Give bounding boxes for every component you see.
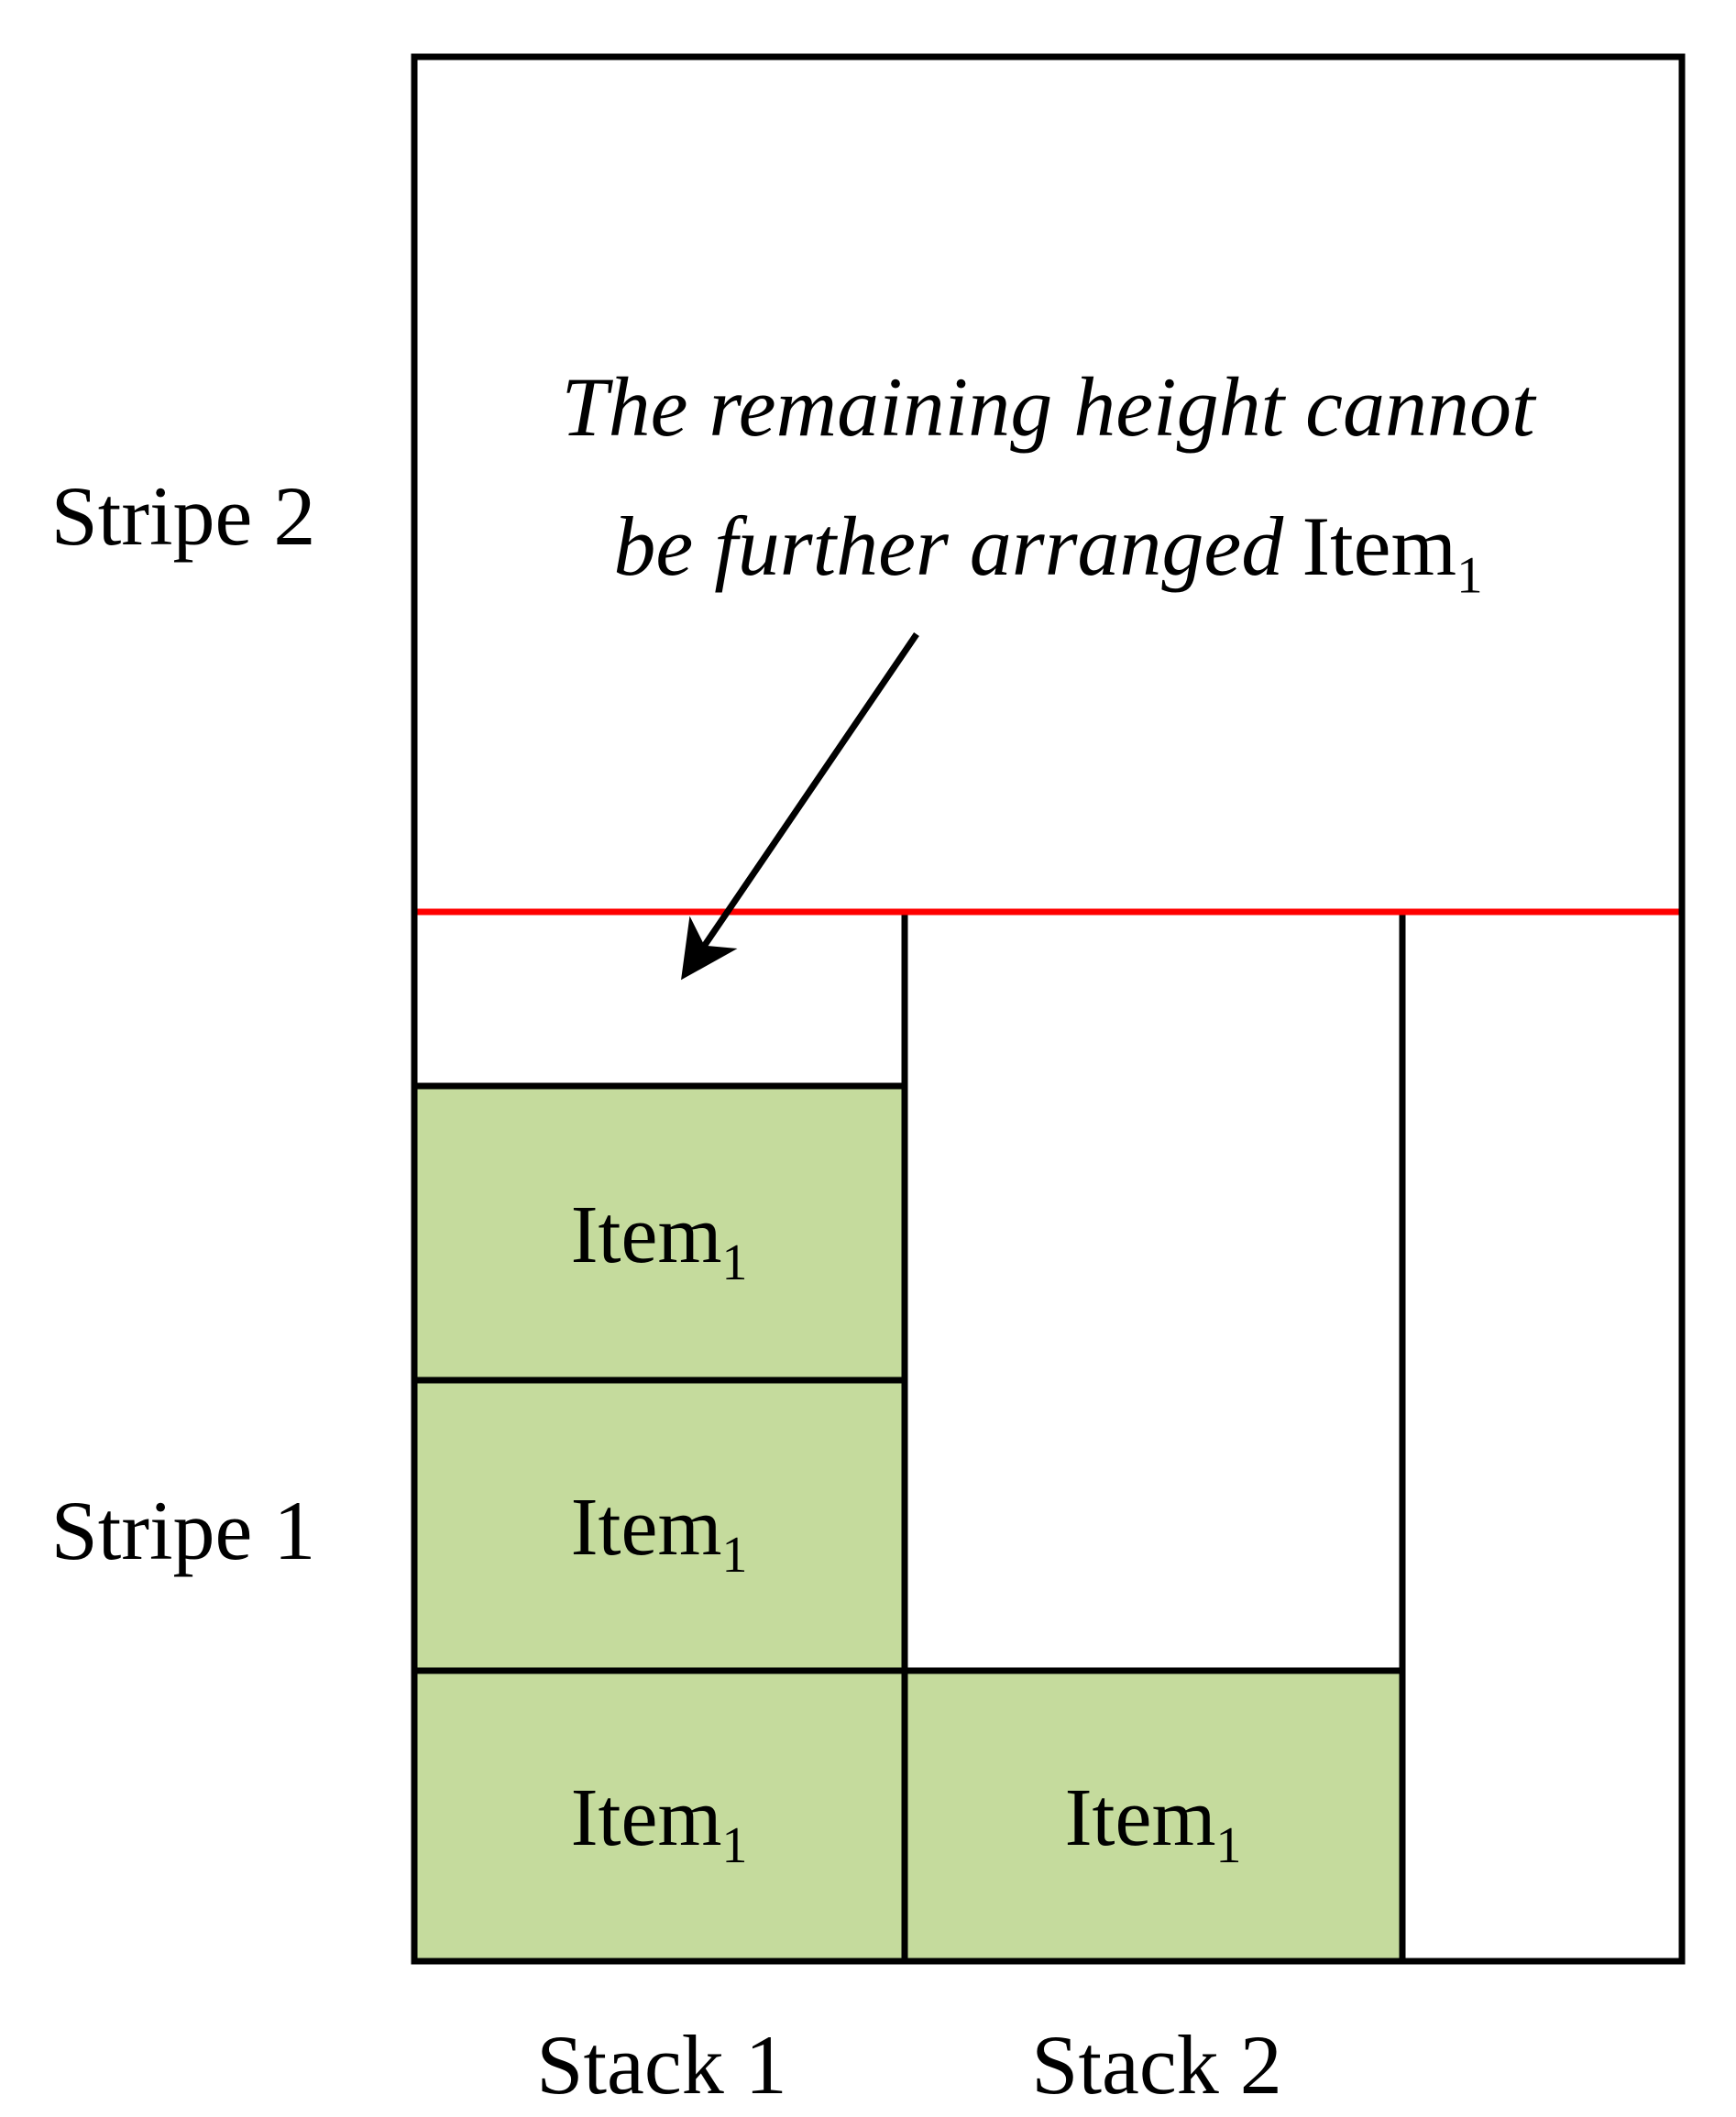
- item-label-stack1-bottom: Item1: [571, 1777, 748, 1871]
- item-label-base: Item: [1064, 1772, 1216, 1863]
- annotation-item-ref: Item1: [1302, 499, 1482, 601]
- item-label-stack2-bottom: Item1: [1065, 1777, 1242, 1871]
- annotation-text: The remaining height cannot be further a…: [414, 337, 1682, 616]
- annotation-item-subscript: 1: [1456, 546, 1483, 605]
- stack1-label: Stack 1: [536, 2018, 787, 2112]
- item-label-subscript: 1: [721, 1817, 748, 1874]
- annotation-arrow: [681, 632, 919, 981]
- item-box-stack1-bottom: [411, 1667, 908, 1965]
- annotation-line1: The remaining height cannot: [414, 337, 1682, 477]
- item-label-subscript: 1: [721, 1527, 748, 1584]
- annotation-line2-text: be further arranged: [613, 499, 1284, 593]
- item-label-base: Item: [570, 1482, 722, 1573]
- item-box-stack1-top: [411, 1082, 908, 1384]
- annotation-line1-text: The remaining height cannot: [561, 360, 1535, 454]
- item-label-subscript: 1: [1215, 1817, 1242, 1874]
- stripe1-label: Stripe 1: [50, 1484, 316, 1577]
- item-label-subscript: 1: [721, 1234, 748, 1291]
- item-label-base: Item: [570, 1190, 722, 1280]
- item-label-base: Item: [570, 1772, 722, 1863]
- annotation-item-base: Item: [1302, 499, 1457, 593]
- stripe2-label: Stripe 2: [50, 469, 316, 563]
- item-box-stack1-middle: [411, 1377, 908, 1674]
- stack2-label: Stack 2: [1031, 2018, 1282, 2112]
- item-label-stack1-top: Item1: [571, 1194, 748, 1289]
- item-label-stack1-middle: Item1: [571, 1486, 748, 1581]
- outer-bin-border: [411, 53, 1686, 1965]
